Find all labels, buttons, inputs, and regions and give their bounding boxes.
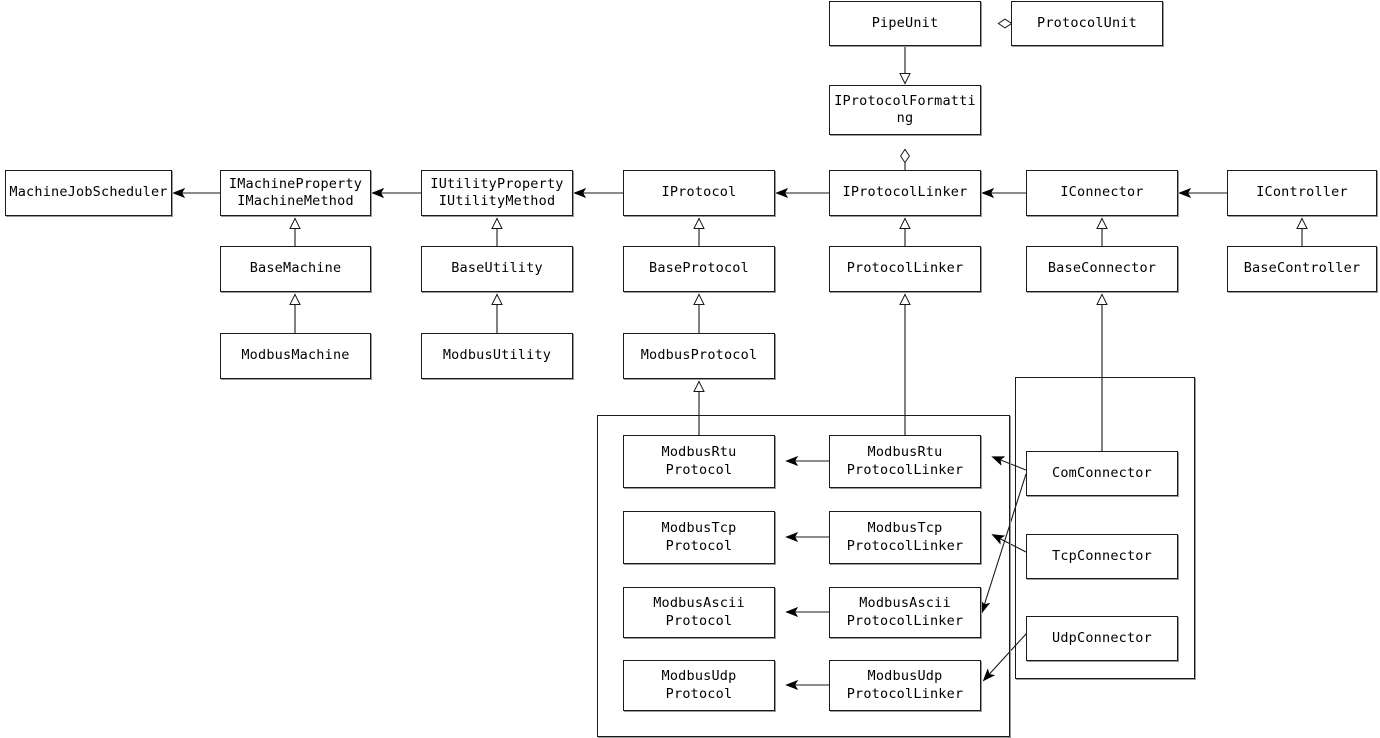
node-base-machine[interactable]: BaseMachine bbox=[220, 246, 371, 292]
node-udp-connector[interactable]: UdpConnector bbox=[1026, 616, 1178, 661]
node-label: IMachineProperty IMachineMethod bbox=[228, 175, 363, 209]
node-modbus-udp-protocol-linker[interactable]: ModbusUdp ProtocolLinker bbox=[829, 660, 981, 711]
node-label: IUtilityProperty IUtilityMethod bbox=[430, 175, 564, 209]
node-modbus-ascii-protocol-linker[interactable]: ModbusAscii ProtocolLinker bbox=[829, 587, 981, 638]
node-modbus-ascii-protocol[interactable]: ModbusAscii Protocol bbox=[623, 587, 775, 638]
node-base-connector[interactable]: BaseConnector bbox=[1026, 246, 1178, 292]
node-label: ModbusProtocol bbox=[640, 347, 758, 364]
node-iprotocol-formatting[interactable]: IProtocolFormatti ng bbox=[829, 85, 981, 135]
node-label: IProtocol bbox=[661, 184, 737, 201]
node-iprotocol-linker[interactable]: IProtocolLinker bbox=[829, 170, 981, 216]
node-label: ModbusUdp ProtocolLinker bbox=[846, 668, 964, 702]
node-modbus-rtu-protocol-linker[interactable]: ModbusRtu ProtocolLinker bbox=[829, 435, 981, 488]
node-base-utility[interactable]: BaseUtility bbox=[421, 246, 573, 292]
node-tcp-connector[interactable]: TcpConnector bbox=[1026, 534, 1178, 579]
node-label: BaseConnector bbox=[1047, 260, 1157, 277]
node-label: BaseProtocol bbox=[649, 260, 749, 277]
node-label: ComConnector bbox=[1052, 464, 1152, 481]
node-modbus-udp-protocol[interactable]: ModbusUdp Protocol bbox=[623, 660, 775, 711]
node-modbus-tcp-protocol-linker[interactable]: ModbusTcp ProtocolLinker bbox=[829, 511, 981, 564]
node-modbus-rtu-protocol[interactable]: ModbusRtu Protocol bbox=[623, 435, 775, 488]
node-label: ModbusTcp ProtocolLinker bbox=[846, 520, 964, 554]
node-label: IController bbox=[1256, 184, 1348, 201]
node-label: PipeUnit bbox=[871, 14, 939, 31]
node-iprotocol[interactable]: IProtocol bbox=[623, 170, 775, 216]
node-modbus-tcp-protocol[interactable]: ModbusTcp Protocol bbox=[623, 511, 775, 564]
node-iutility-property[interactable]: IUtilityProperty IUtilityMethod bbox=[421, 170, 573, 216]
node-label: ProtocolUnit bbox=[1037, 14, 1137, 31]
node-label: BaseController bbox=[1243, 260, 1361, 277]
node-com-connector[interactable]: ComConnector bbox=[1026, 451, 1178, 496]
node-protocol-unit[interactable]: ProtocolUnit bbox=[1011, 1, 1163, 46]
node-label: MachineJobScheduler bbox=[9, 184, 168, 201]
node-label: IProtocolFormatti ng bbox=[834, 92, 976, 126]
node-label: ModbusMachine bbox=[241, 347, 350, 364]
node-modbus-protocol[interactable]: ModbusProtocol bbox=[623, 333, 775, 379]
node-label: ModbusTcp Protocol bbox=[661, 520, 737, 554]
node-label: ModbusRtu Protocol bbox=[661, 444, 737, 478]
node-base-protocol[interactable]: BaseProtocol bbox=[623, 246, 775, 292]
node-label: ProtocolLinker bbox=[846, 260, 964, 277]
node-label: ModbusAscii ProtocolLinker bbox=[846, 595, 964, 629]
node-label: IConnector bbox=[1060, 184, 1144, 201]
node-label: UdpConnector bbox=[1052, 629, 1152, 646]
node-label: BaseUtility bbox=[451, 260, 543, 277]
node-label: BaseMachine bbox=[249, 260, 342, 277]
node-label: ModbusUtility bbox=[442, 347, 552, 364]
node-icontroller[interactable]: IController bbox=[1227, 170, 1377, 216]
node-label: ModbusRtu ProtocolLinker bbox=[846, 444, 964, 478]
node-label: IProtocolLinker bbox=[842, 184, 968, 201]
node-label: ModbusUdp Protocol bbox=[661, 668, 737, 702]
node-machine-job-scheduler[interactable]: MachineJobScheduler bbox=[5, 170, 172, 216]
node-base-controller[interactable]: BaseController bbox=[1227, 246, 1377, 292]
node-label: TcpConnector bbox=[1052, 547, 1152, 564]
node-label: ModbusAscii Protocol bbox=[653, 595, 745, 629]
node-pipe-unit[interactable]: PipeUnit bbox=[829, 1, 981, 46]
node-protocol-linker[interactable]: ProtocolLinker bbox=[829, 246, 981, 292]
node-iconnector[interactable]: IConnector bbox=[1026, 170, 1178, 216]
node-modbus-machine[interactable]: ModbusMachine bbox=[220, 333, 371, 379]
node-modbus-utility[interactable]: ModbusUtility bbox=[421, 333, 573, 379]
node-imachine-property[interactable]: IMachineProperty IMachineMethod bbox=[220, 170, 371, 216]
